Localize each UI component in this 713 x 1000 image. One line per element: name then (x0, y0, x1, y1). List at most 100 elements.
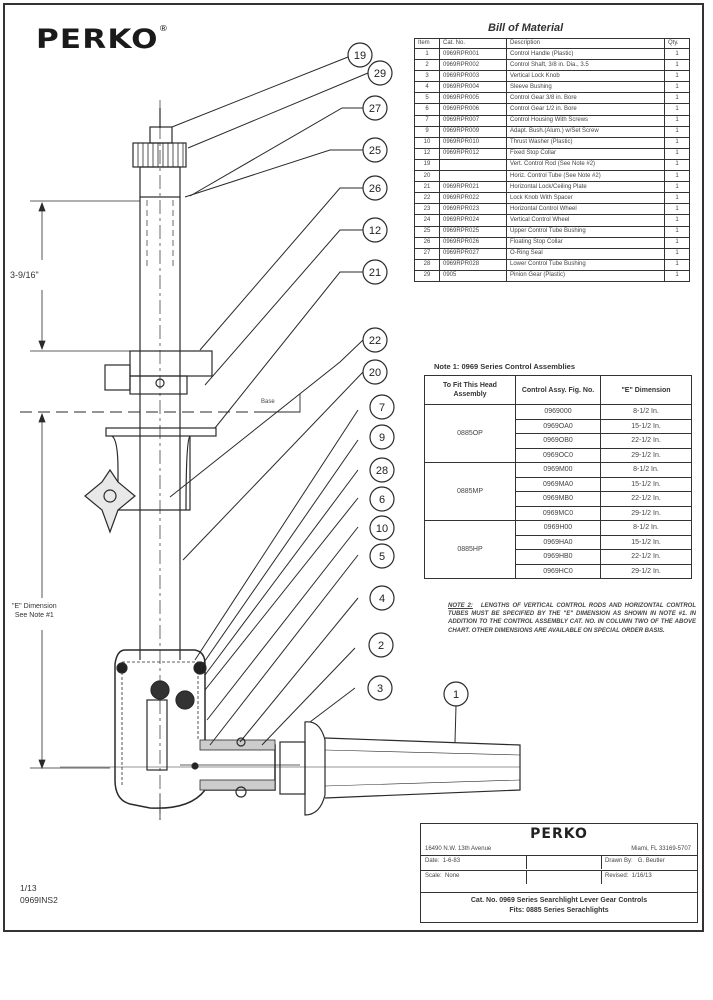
bom-col-cat-no: Cat. No. (439, 38, 507, 49)
bom-description: Control Handle (Plastic) (506, 47, 665, 61)
bom-qty: 1 (664, 103, 690, 116)
asm-fig-no: 0969M00 (515, 462, 601, 478)
bom-cat-no: 0969RPR001 (439, 47, 507, 61)
dimension-e-line1: "E" Dimension (12, 603, 57, 610)
bom-cat-no: 0969RPR004 (439, 81, 507, 94)
bom-cat-no (439, 158, 507, 172)
drawn-by-label: Drawn By: (605, 858, 633, 864)
bom-qty: 1 (664, 59, 690, 72)
bom-description: Lower Control Tube Bushing (506, 258, 665, 271)
bom-item: 25 (414, 225, 440, 238)
dimension-e-line2: See Note #1 (14, 612, 54, 619)
vertical-control-tube (139, 100, 181, 820)
title-block: PERKO 16490 N.W. 13th Avenue Miami, FL 3… (420, 823, 698, 923)
bom-description: Vertical Lock Knob (506, 70, 665, 83)
balloon-20: 20 (369, 367, 381, 379)
balloon-27: 27 (369, 103, 381, 115)
asm-fig-no: 0969OB0 (515, 433, 601, 449)
bom-cat-no: 0969RPR022 (439, 192, 507, 205)
asm-e-dimension: 22-1/2 In. (600, 491, 692, 507)
bom-qty: 1 (664, 269, 690, 282)
balloon-26: 26 (369, 183, 381, 195)
document-number: 0969INS2 (20, 895, 58, 905)
bom-item: 26 (414, 236, 440, 249)
bom-description: Vert. Control Rod (See Note #2) (506, 158, 665, 172)
title-block-description: Cat. No. 0969 Series Searchlight Lever G… (421, 892, 697, 916)
bom-qty: 1 (664, 136, 690, 149)
lock-knob (84, 468, 136, 534)
balloon-5: 5 (379, 551, 385, 563)
title-block-city: Miami, FL 33169-5707 (631, 846, 691, 852)
asm-head-assembly: 0885OP (424, 404, 516, 463)
bom-cat-no: 0969RPR009 (439, 125, 507, 138)
revised-field: Revised: 1/16/13 (605, 873, 652, 879)
bom-qty: 1 (664, 114, 690, 127)
note2-label: NOTE 2: (448, 603, 473, 609)
bom-item: 28 (414, 258, 440, 271)
asm-fig-no: 0969OC0 (515, 447, 601, 463)
bom-cat-no: 0969RPR021 (439, 181, 507, 194)
asm-head-assembly: 0885MP (424, 462, 516, 521)
bom-header-row: Item Cat. No. Description Qty. (414, 38, 690, 49)
bom-description: Horiz. Control Tube (See Note #2) (506, 170, 665, 183)
asm-e-dimension: 29-1/2 In. (600, 447, 692, 463)
bom-description: Vertical Control Wheel (506, 214, 665, 227)
bom-cat-no: 0969RPR024 (439, 214, 507, 227)
bom-cat-no: 0969RPR028 (439, 258, 507, 271)
bom-description: Floating Stop Collar (506, 236, 665, 249)
asm-fig-no: 0969HA0 (515, 534, 601, 550)
asm-fig-no: 0969000 (515, 404, 601, 420)
brand-name: PERKO (36, 24, 159, 55)
bom-item: 1 (414, 47, 440, 61)
balloon-28: 28 (376, 465, 388, 477)
perko-logo: PERKO® (36, 24, 169, 55)
balloon-6: 6 (379, 494, 385, 506)
bom-qty: 1 (664, 236, 690, 249)
bom-item: 20 (414, 170, 440, 183)
date-label: Date: (425, 858, 440, 864)
bom-description: Horizontal Control Wheel (506, 203, 665, 216)
drawn-by-field: Drawn By: G. Beutler (605, 858, 665, 864)
asm-col-dim: "E" Dimension (600, 375, 692, 405)
bom-qty: 1 (664, 125, 690, 138)
drawing-title-line1: Cat. No. 0969 Series Searchlight Lever G… (470, 897, 648, 904)
bom-cat-no: 0969RPR025 (439, 225, 507, 238)
pinion-gear (132, 108, 187, 198)
bom-item: 23 (414, 203, 440, 216)
bom-col-description: Description (506, 38, 665, 49)
bom-description: Lock Knob With Spacer (506, 192, 665, 205)
bom-qty: 1 (664, 225, 690, 238)
bom-item: 10 (414, 136, 440, 149)
balloon-3: 3 (377, 683, 383, 695)
asm-fig-no: 0969MB0 (515, 491, 601, 507)
scale-field: Scale: None (425, 873, 459, 879)
revised-value: 1/16/13 (631, 873, 652, 879)
asm-e-dimension: 29-1/2 In. (600, 505, 692, 521)
date-value: 1-6-83 (442, 858, 461, 864)
bom-description: Control Housing With Screws (506, 114, 665, 127)
bom-item: 9 (414, 125, 440, 138)
footer-ids: 1/13 0969INS2 (20, 882, 58, 906)
bom-description: Fixed Stop Collar (506, 147, 665, 160)
asm-e-dimension: 8-1/2 In. (600, 520, 692, 536)
balloon-9: 9 (379, 432, 385, 444)
bom-description: Control Gear 3/8 in. Bore (506, 92, 665, 105)
bom-description: Control Gear 1/2 in. Bore (506, 103, 665, 116)
control-assemblies-table: To Fit This Head Assembly Control Assy. … (424, 375, 692, 579)
note1-title: Note 1: 0969 Series Control Assemblies (434, 362, 576, 371)
asm-e-dimension: 22-1/2 In. (600, 549, 692, 565)
bom-qty: 1 (664, 181, 690, 194)
